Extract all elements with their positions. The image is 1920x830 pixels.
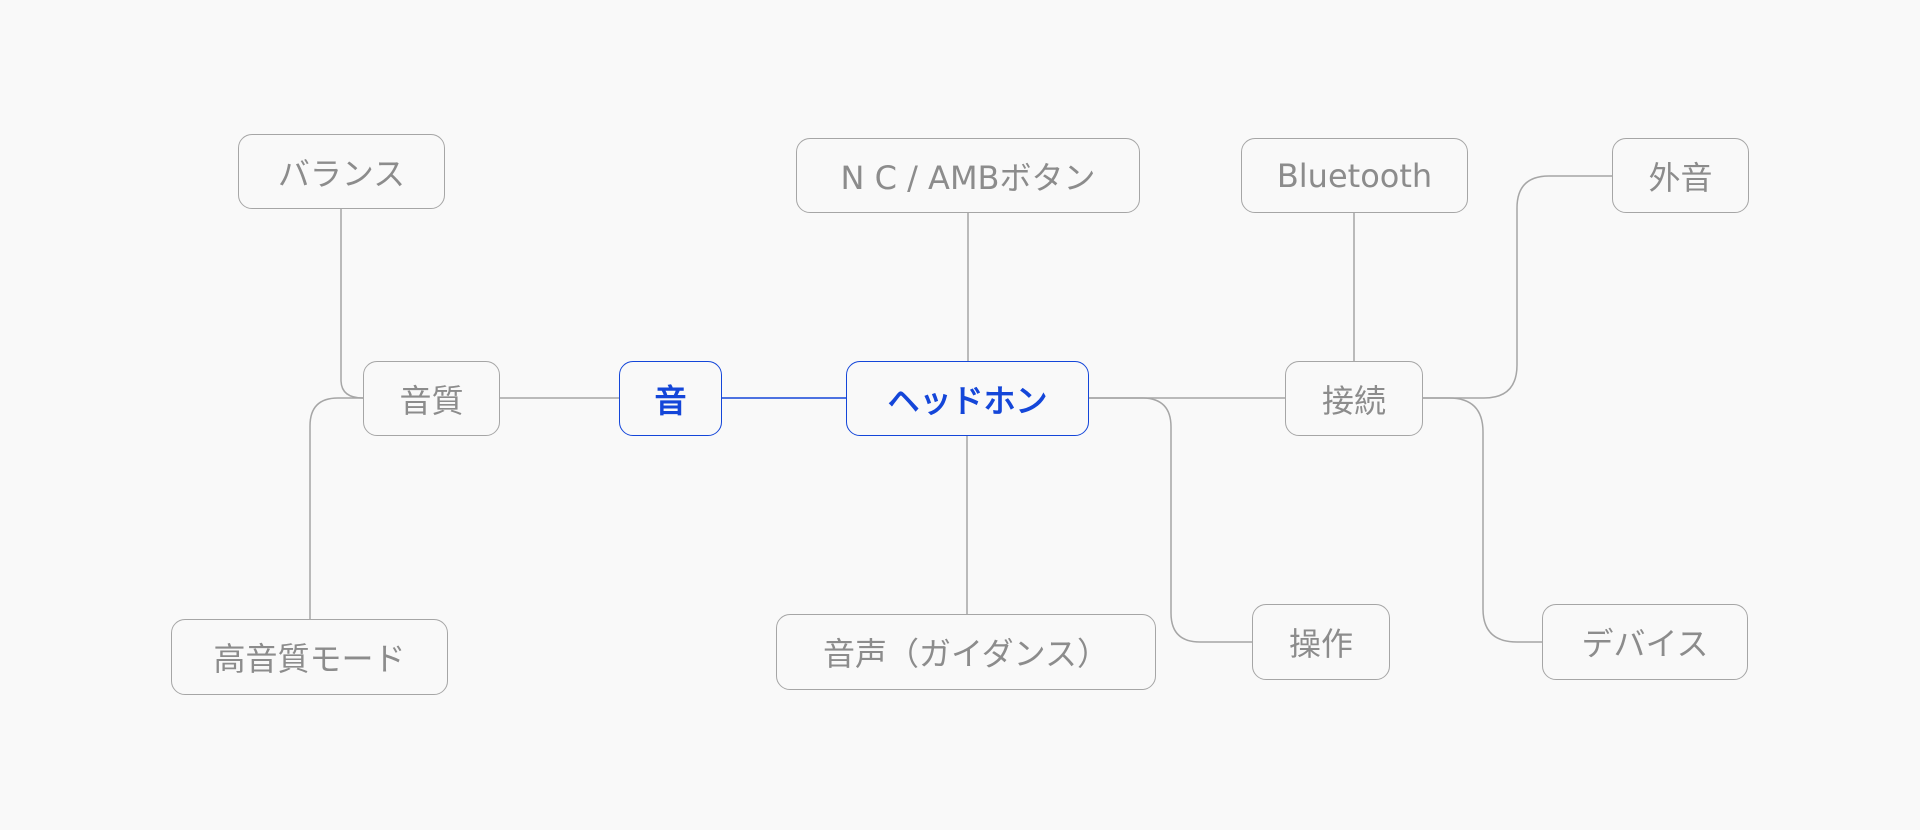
link-connection-ambient xyxy=(1422,175,1612,399)
node-sound-quality[interactable]: 音質 xyxy=(363,361,500,436)
node-nc-amb-button[interactable]: N C / AMBボタン xyxy=(796,138,1140,213)
node-voice-guidance-label: 音声（ガイダンス） xyxy=(822,635,1110,673)
link-headphones-operation xyxy=(1088,397,1253,643)
node-ambient-sound[interactable]: 外音 xyxy=(1612,138,1749,213)
node-sound-label: 音 xyxy=(654,381,687,420)
node-high-quality-mode[interactable]: 高音質モード xyxy=(171,619,448,695)
node-ambient-sound-label: 外音 xyxy=(1648,158,1713,197)
node-operation-label: 操作 xyxy=(1288,625,1353,663)
link-balance-sound-quality xyxy=(340,209,364,399)
node-device[interactable]: デバイス xyxy=(1542,604,1748,680)
node-high-quality-mode-label: 高音質モード xyxy=(213,640,406,678)
node-sound-quality-label: 音質 xyxy=(399,381,464,420)
node-balance-label: バランス xyxy=(277,154,406,193)
node-connection-label: 接続 xyxy=(1321,381,1386,420)
node-bluetooth[interactable]: Bluetooth xyxy=(1241,138,1468,213)
node-balance[interactable]: バランス xyxy=(238,134,445,209)
node-nc-amb-button-label: N C / AMBボタン xyxy=(840,158,1096,197)
node-headphones[interactable]: ヘッドホン xyxy=(846,361,1089,436)
node-bluetooth-label: Bluetooth xyxy=(1276,156,1433,195)
node-sound[interactable]: 音 xyxy=(619,361,722,436)
node-operation[interactable]: 操作 xyxy=(1252,604,1390,680)
node-headphones-label: ヘッドホン xyxy=(887,381,1048,420)
node-device-label: デバイス xyxy=(1581,625,1709,663)
node-connection[interactable]: 接続 xyxy=(1285,361,1423,436)
link-high-quality-mode-sound-quality xyxy=(309,397,363,619)
link-connection-device xyxy=(1422,397,1543,643)
node-voice-guidance[interactable]: 音声（ガイダンス） xyxy=(776,614,1156,690)
